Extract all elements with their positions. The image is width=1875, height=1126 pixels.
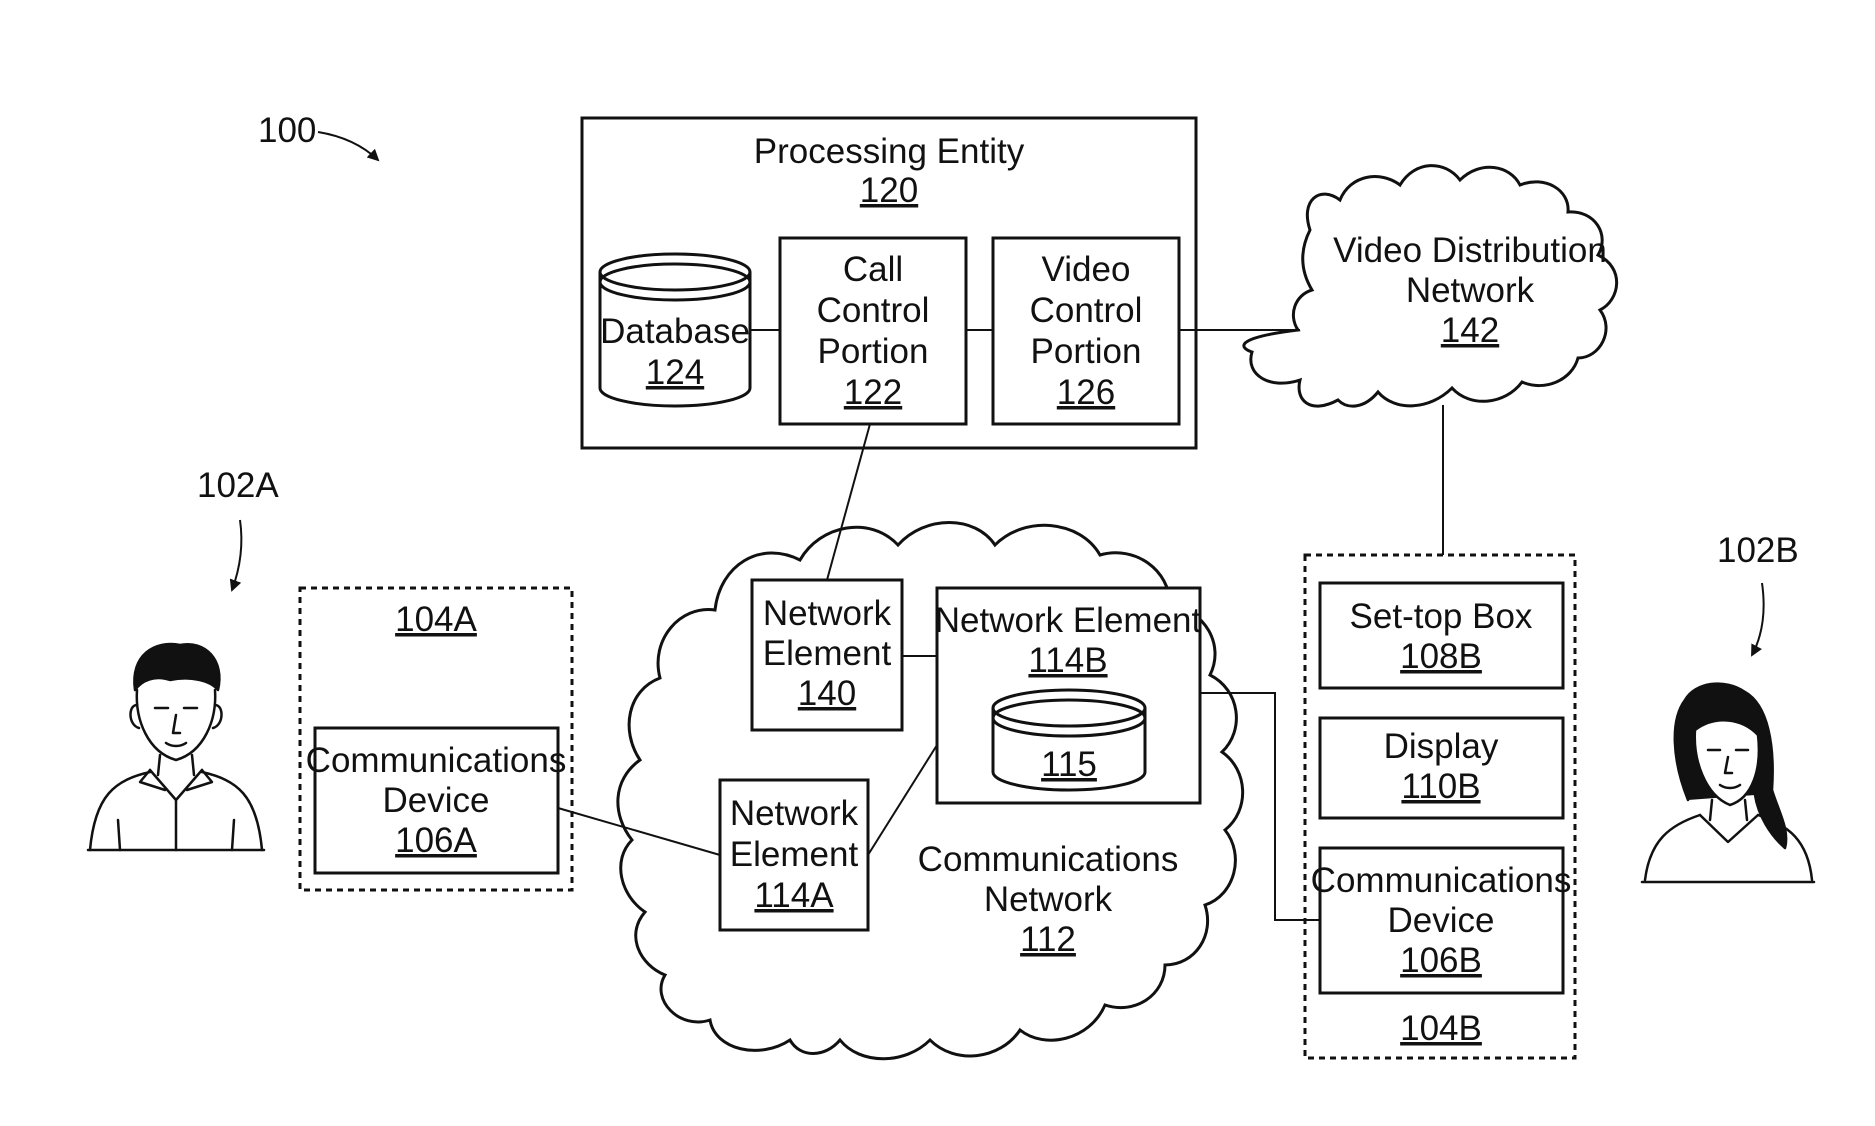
premises-104b-ref: 104B: [1400, 1009, 1482, 1048]
database-115-ref: 115: [1041, 745, 1097, 784]
user-102a-ref: 102A: [197, 466, 279, 505]
communications-device-106b: Communications Device 106B: [1311, 848, 1572, 993]
video-control-line2: Control: [1030, 291, 1143, 330]
device-106b-line1: Communications: [1311, 861, 1572, 900]
comm-network-ref: 112: [1020, 920, 1076, 959]
ne114a-line2: Element: [730, 835, 859, 874]
device-106b-line2: Device: [1388, 901, 1495, 940]
database-115: 115: [993, 690, 1145, 790]
device-106a-ref: 106A: [395, 821, 477, 860]
database-ref: 124: [646, 353, 704, 392]
video-network-ref: 142: [1441, 311, 1499, 350]
network-element-114b: Network Element 114B 115: [935, 588, 1202, 803]
ne114a-ref: 114A: [754, 876, 834, 915]
ne140-line2: Element: [763, 634, 892, 673]
video-control-ref: 126: [1057, 373, 1115, 412]
processing-entity-title: Processing Entity: [754, 132, 1025, 171]
call-control-portion: Call Control Portion 122: [780, 238, 966, 424]
call-control-line2: Control: [817, 291, 930, 330]
device-106a-line1: Communications: [306, 741, 567, 780]
video-control-line1: Video: [1042, 250, 1131, 289]
database-124: Database 124: [600, 254, 750, 406]
premises-104a-ref: 104A: [395, 600, 477, 639]
video-network-line1: Video Distribution: [1333, 231, 1607, 270]
video-control-line3: Portion: [1031, 332, 1142, 371]
ne114a-line1: Network: [730, 794, 859, 833]
ne140-line1: Network: [763, 594, 892, 633]
figure-ref-label: 100: [258, 111, 316, 150]
device-106a-line2: Device: [383, 781, 490, 820]
user-102a-person: [88, 644, 264, 850]
premises-104b: Set-top Box 108B Display 110B Communicat…: [1305, 555, 1575, 1058]
comm-network-line1: Communications: [918, 840, 1179, 879]
user-102b-person: [1642, 684, 1814, 882]
ne140-ref: 140: [798, 674, 856, 713]
figure-ref-arrow: [318, 132, 378, 160]
settop-ref: 108B: [1400, 637, 1482, 676]
communications-network: Communications Network 112 Network Eleme…: [618, 523, 1243, 1059]
video-control-portion: Video Control Portion 126: [993, 238, 1179, 424]
user-102a-arrow: [232, 520, 241, 590]
comm-network-line2: Network: [984, 880, 1113, 919]
processing-entity: Processing Entity 120 Database 124 Call …: [582, 118, 1196, 448]
display-110b: Display 110B: [1320, 718, 1563, 818]
video-network-line2: Network: [1406, 271, 1535, 310]
device-106b-ref: 106B: [1400, 941, 1482, 980]
ne114b-title: Network Element: [935, 601, 1202, 640]
call-control-line1: Call: [843, 250, 903, 289]
display-ref: 110B: [1401, 767, 1480, 806]
set-top-box-108b: Set-top Box 108B: [1320, 583, 1563, 688]
video-distribution-network: Video Distribution Network 142: [1244, 166, 1617, 407]
call-control-ref: 122: [844, 373, 902, 412]
network-element-140: Network Element 140: [752, 580, 902, 730]
display-label: Display: [1384, 727, 1499, 766]
premises-104a: 104A Communications Device 106A: [300, 588, 572, 890]
user-102b-arrow: [1752, 583, 1764, 655]
call-control-line3: Portion: [818, 332, 929, 371]
settop-label: Set-top Box: [1350, 597, 1533, 636]
database-label: Database: [600, 312, 750, 351]
network-element-114a: Network Element 114A: [720, 780, 868, 930]
communications-device-106a: Communications Device 106A: [306, 728, 567, 873]
processing-entity-ref: 120: [860, 171, 918, 210]
ne114b-ref: 114B: [1028, 641, 1107, 680]
user-102b-ref: 102B: [1717, 531, 1799, 570]
